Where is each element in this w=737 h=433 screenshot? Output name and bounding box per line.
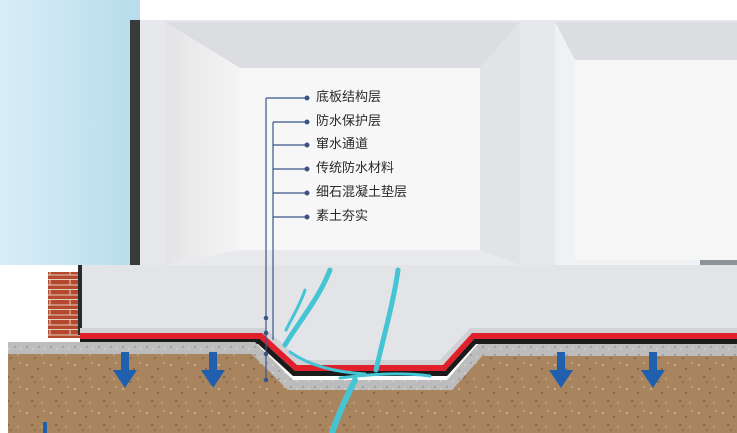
glass-facade [0,0,140,265]
red-membrane [80,333,737,371]
leader-dots [263,95,310,383]
label-fine-concrete-cushion: 细石混凝土垫层 [316,185,408,200]
label-base-slab: 底板结构层 [316,90,382,105]
leader-lines [265,97,307,380]
label-protective-layer: 防水保护层 [316,114,382,129]
base-slab-structural-layer [80,265,737,362]
water-seepage-streaks [282,267,432,433]
downward-arrow-2-icon [201,352,225,388]
basement-room-2 [555,22,737,300]
label-compacted-soil: 素土夯实 [316,209,369,224]
downward-arrow-3-icon [549,352,573,388]
edge-column [130,20,140,270]
label-traditional-membrane: 传统防水材料 [316,161,395,176]
protective-layer [80,328,737,367]
downward-arrow-1-icon [113,352,137,388]
corner-mark [43,422,47,433]
downward-arrow-4-icon [641,352,665,388]
label-seepage-channel: 窜水通道 [316,137,369,152]
brick-wall [48,272,80,338]
